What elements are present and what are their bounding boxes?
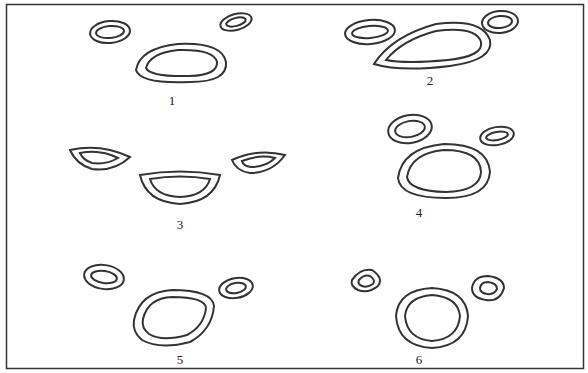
panel-number: 5	[177, 353, 184, 366]
panel-number: 6	[416, 353, 423, 366]
ring-outlines	[70, 9, 519, 348]
panel-number: 2	[427, 74, 434, 87]
panel-number: 4	[416, 206, 423, 219]
frame	[7, 5, 584, 369]
panel-number: 1	[169, 94, 176, 107]
panel-number: 3	[177, 218, 184, 231]
